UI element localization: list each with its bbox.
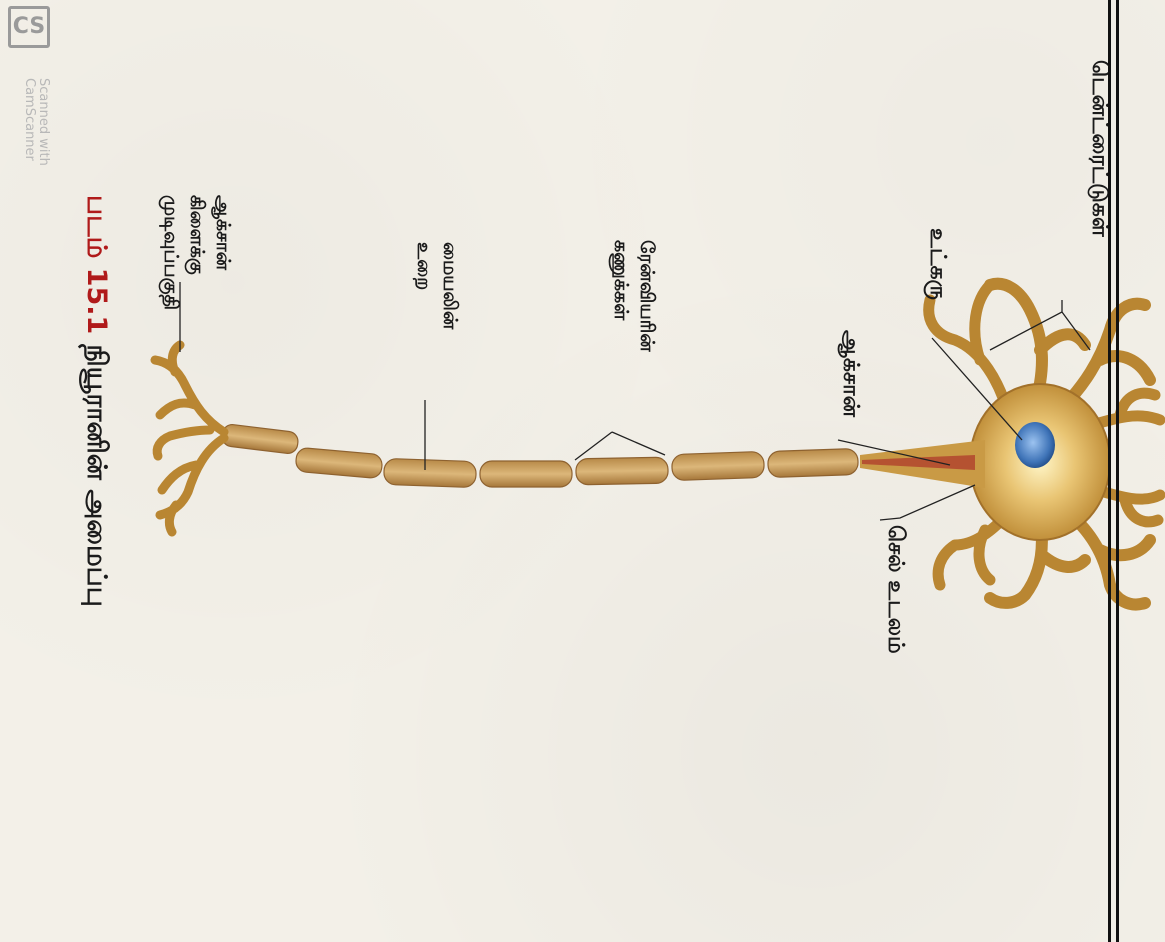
page-border-left — [1108, 0, 1111, 942]
myelin-label-line1: மையலின் — [437, 242, 463, 329]
nucleus-shape — [1015, 422, 1055, 468]
terminal-label-line3: முடிவுப்பகுதி — [158, 195, 184, 310]
terminal-label-line2: கிளைக்கு — [184, 195, 210, 310]
figure-number: படம் 15.1 — [81, 195, 112, 334]
myelin-segments — [221, 423, 858, 487]
axon-label: ஆக்சான் — [835, 330, 863, 417]
nodes-label-line1: ரேன்வியரின் — [634, 240, 660, 352]
axon-terminal-illustration — [155, 345, 224, 532]
page-border-right — [1116, 0, 1119, 942]
nodes-label-line2: கணுக்கள் — [608, 240, 634, 352]
figure-caption: படம் 15.1 நியூரானின் அமைப்பு — [77, 195, 112, 607]
myelin-label-line2: உறை — [411, 242, 437, 329]
cell-body-label: செல் உடலம் — [880, 525, 908, 654]
nucleus-label: உட்கரு — [922, 228, 950, 300]
figure-title: நியூரானின் அமைப்பு — [81, 344, 112, 607]
terminal-label-line1: ஆக்சான் — [210, 195, 236, 310]
nodes-of-ranvier-label: ரேன்வியரின் கணுக்கள் — [608, 240, 660, 352]
axon-terminal-label: ஆக்சான் கிளைக்கு முடிவுப்பகுதி — [158, 195, 236, 310]
myelin-sheath-label: மையலின் உறை — [411, 242, 463, 329]
